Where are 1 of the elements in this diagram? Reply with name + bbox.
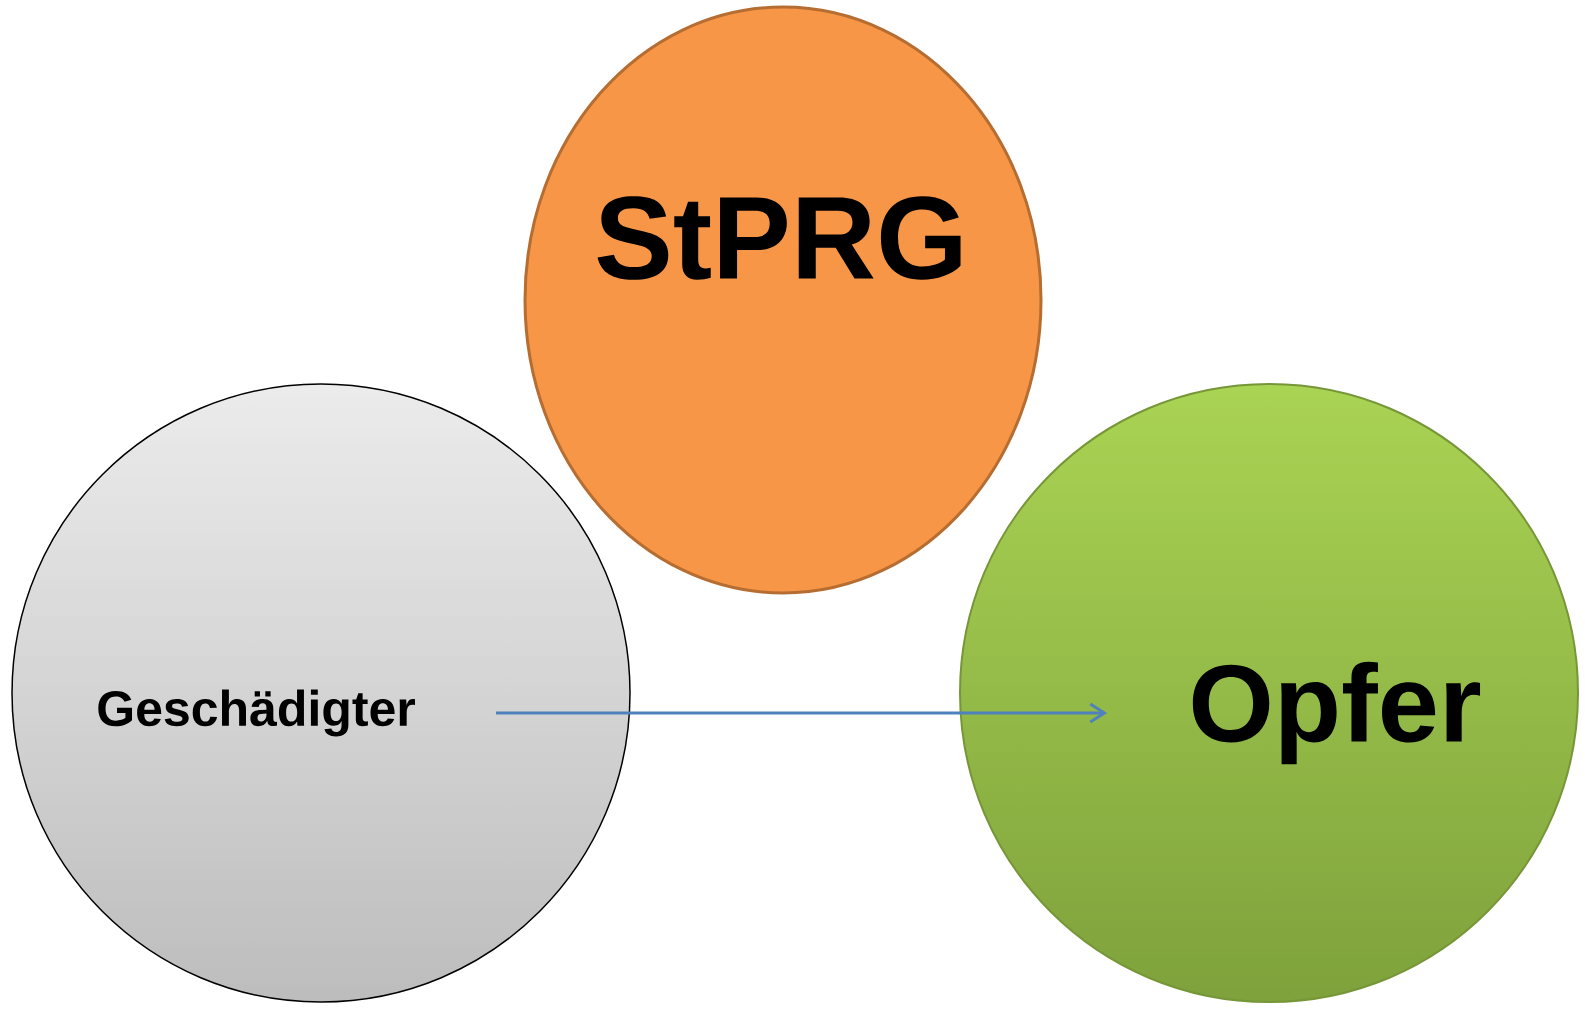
arrow <box>496 702 1108 724</box>
